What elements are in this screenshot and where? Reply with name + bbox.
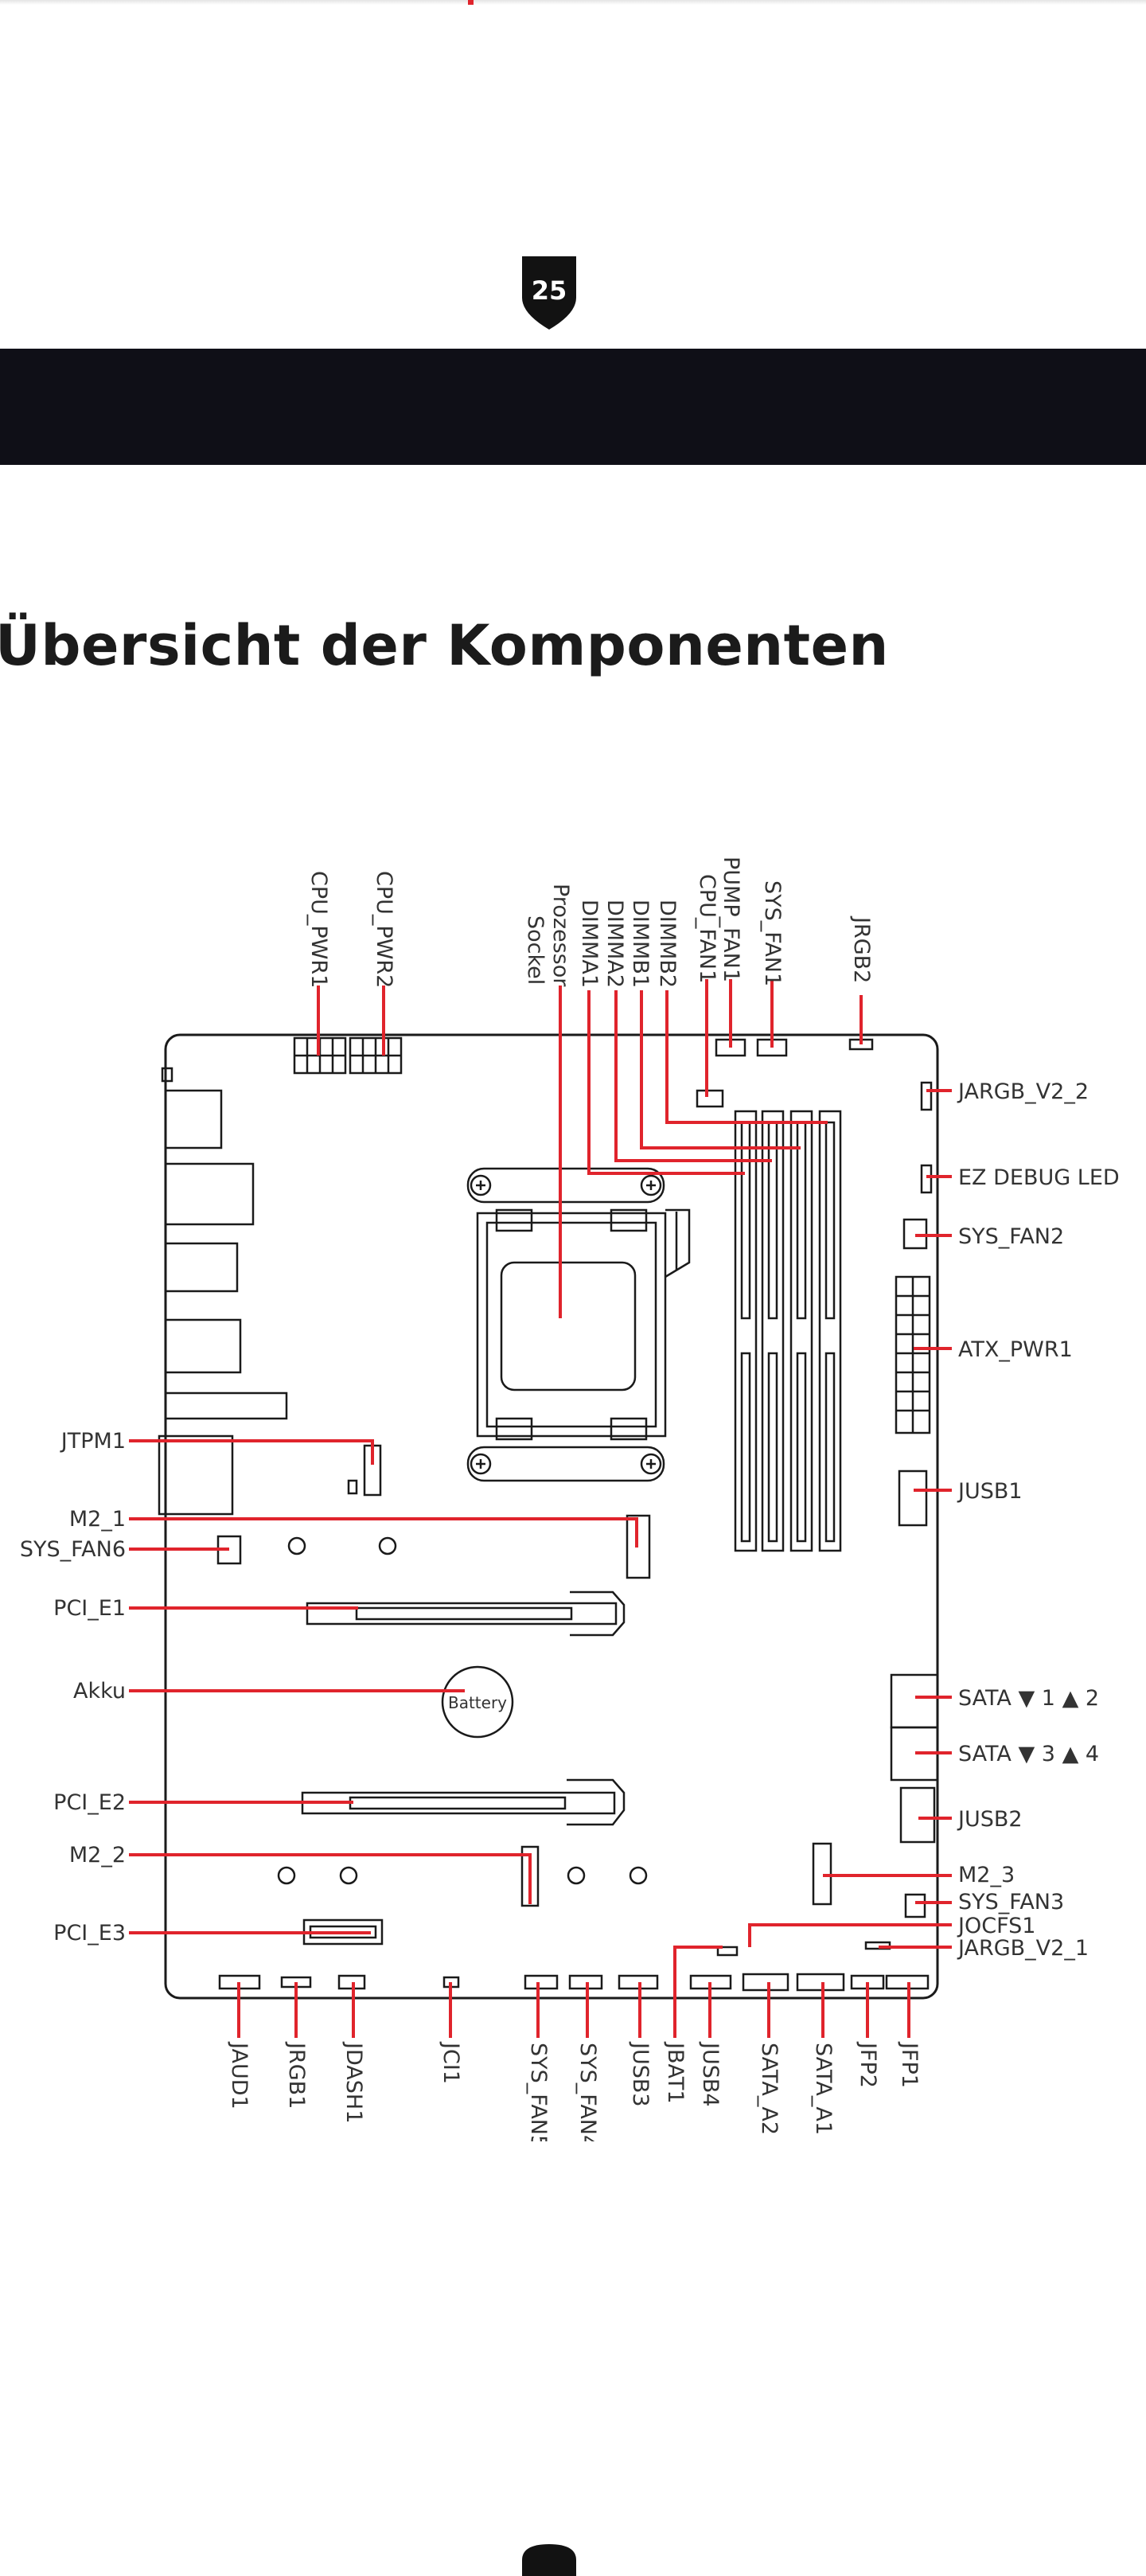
dimm-slots [734,1110,842,1552]
label-prozessor: Prozessor [548,884,573,987]
top-edge [0,0,1146,5]
label-atx-pwr1: ATX_PWR1 [958,1337,1073,1362]
top-leaders [317,979,863,1318]
label-jrgb2: JRGB2 [849,915,874,983]
label-jrgb1: JRGB1 [284,2041,309,2109]
battery-text: Battery [448,1693,507,1712]
label-jusb2: JUSB2 [957,1807,1023,1832]
label-m2-2: M2_2 [69,1843,126,1868]
label-ez-debug-led: EZ DEBUG LED [958,1165,1120,1190]
label-cpu-pwr2: CPU_PWR2 [372,871,396,988]
label-sys-fan6: SYS_FAN6 [20,1537,126,1562]
label-jusb1: JUSB1 [957,1479,1023,1504]
label-jfp2: JFP2 [856,2041,880,2088]
label-cpu-fan1: CPU_FAN1 [695,874,719,983]
page-shield-icon [522,256,576,330]
label-sys-fan5: SYS_FAN5 [526,2043,551,2141]
label-jdash1: JDASH1 [341,2041,366,2123]
label-sys-fan1: SYS_FAN1 [760,880,785,986]
label-jusb3: JUSB3 [628,2041,653,2107]
next-page-shield-icon [522,2544,576,2576]
bottom-leaders [237,1946,910,2038]
title-band [0,349,1146,465]
label-jargb-v2-2: JARGB_V2_2 [957,1079,1089,1104]
label-pci-e2: PCI_E2 [53,1790,126,1815]
right-leaders [748,1089,952,1949]
label-sata-a1: SATA_A1 [811,2043,836,2135]
label-cpu-pwr1: CPU_PWR1 [306,871,331,988]
label-pci-e3: PCI_E3 [53,1921,126,1946]
label-m2-1: M2_1 [69,1507,126,1532]
motherboard-diagram: Battery CPU_PWR1 CPU_PWR2 Prozessor Sock… [20,857,1120,2141]
label-sys-fan4: SYS_FAN4 [575,2043,600,2141]
label-jci1: JCI1 [439,2041,463,2084]
label-jargb-v2-1: JARGB_V2_1 [957,1936,1089,1961]
label-dimmb2: DIMMB2 [655,900,680,988]
label-dimma1: DIMMA1 [577,900,602,988]
label-sata-1-2: SATA ▼ 1 ▲ 2 [958,1686,1099,1711]
label-pump-fan1: PUMP_FAN1 [719,857,743,982]
label-jfp1: JFP1 [897,2041,922,2088]
board-outline [164,1033,939,2000]
label-jaud1: JAUD1 [227,2041,251,2110]
label-sys-fan3: SYS_FAN3 [958,1890,1064,1914]
section-title: Übersicht der Komponenten [0,613,889,678]
label-sys-fan2: SYS_FAN2 [958,1224,1064,1249]
label-m2-3: M2_3 [958,1863,1015,1887]
label-jocfs1: JOCFS1 [957,1914,1035,1938]
label-sata-3-4: SATA ▼ 3 ▲ 4 [958,1742,1099,1766]
cpu-socket [466,1167,691,1482]
label-jbat1: JBAT1 [663,2041,688,2104]
label-dimma2: DIMMA2 [602,900,627,988]
label-sockel: Sockel [523,915,548,985]
rear-io [158,1067,288,1516]
left-leaders [129,1439,638,1934]
label-jtpm1: JTPM1 [60,1429,126,1454]
top-accent-mark [468,0,474,5]
page-number: 25 [531,275,567,306]
label-pci-e1: PCI_E1 [53,1596,126,1621]
label-akku: Akku [73,1679,126,1704]
label-jusb4: JUSB4 [698,2041,723,2107]
right-edge-connectors [812,1081,939,1950]
label-sata-a2: SATA_A2 [757,2043,782,2135]
label-dimmb1: DIMMB1 [628,900,653,988]
